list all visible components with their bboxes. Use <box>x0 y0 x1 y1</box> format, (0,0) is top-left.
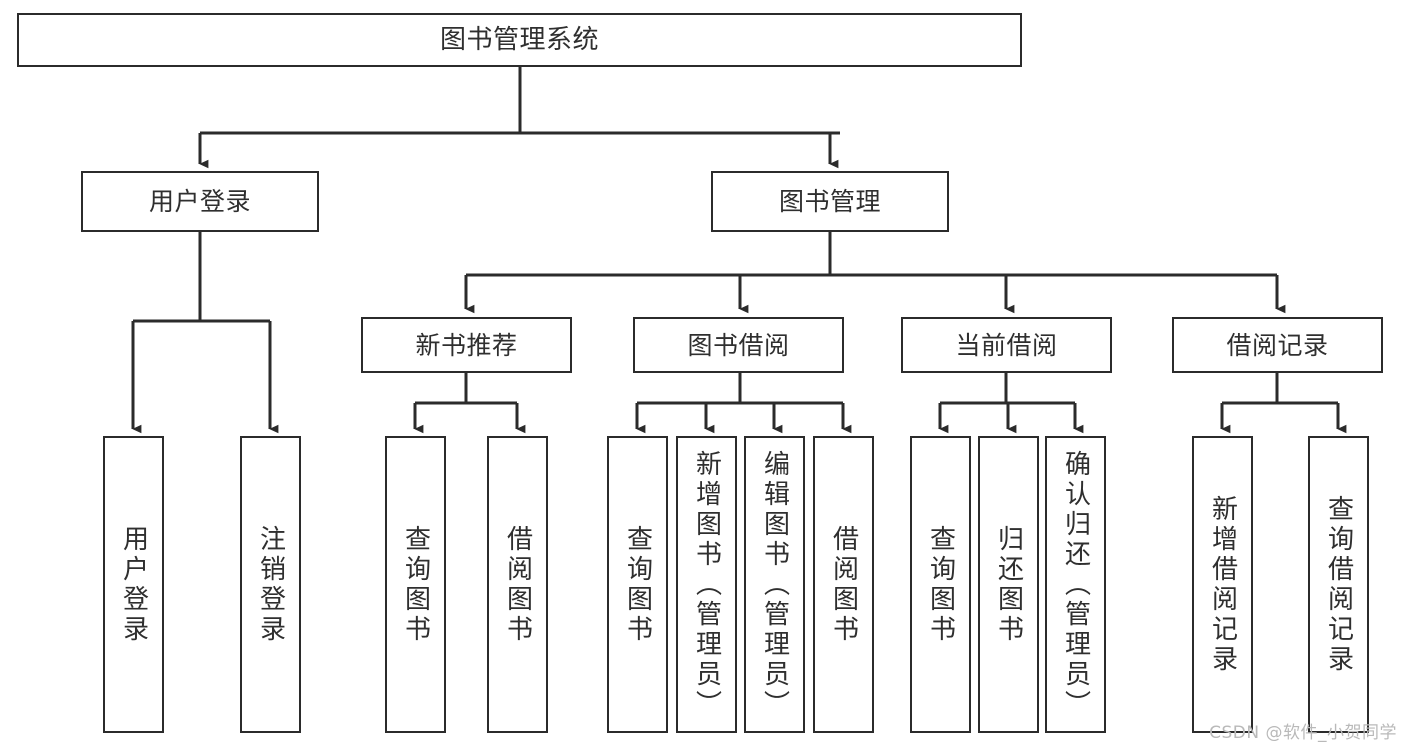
leaf-query-borrowing-record[interactable]: 查询借阅记录 <box>1308 436 1369 733</box>
node-label: 新增借阅记录 <box>1207 494 1238 675</box>
node-label: 查询借阅记录 <box>1323 494 1354 675</box>
node-book-management[interactable]: 图书管理 <box>711 171 949 232</box>
leaf-query-book-current[interactable]: 查询图书 <box>910 436 971 733</box>
leaf-add-book-admin[interactable]: 新增图书（管理员） <box>676 436 737 733</box>
node-label: 新增图书（管理员） <box>691 449 722 720</box>
watermark-text: CSDN @软件_小贺同学 <box>1209 723 1397 743</box>
leaf-add-borrowing-record[interactable]: 新增借阅记录 <box>1192 436 1253 733</box>
node-root-book-management-system[interactable]: 图书管理系统 <box>17 13 1022 67</box>
node-label: 新书推荐 <box>415 330 518 360</box>
leaf-borrow-book-borrowing[interactable]: 借阅图书 <box>813 436 874 733</box>
node-label: 查询图书 <box>400 524 431 645</box>
leaf-query-book-borrowing[interactable]: 查询图书 <box>607 436 668 733</box>
node-label: 图书管理系统 <box>439 24 599 55</box>
node-label: 查询图书 <box>925 524 956 645</box>
node-label: 图书管理 <box>778 187 881 216</box>
node-label: 注销登录 <box>255 524 286 645</box>
node-current-borrowing[interactable]: 当前借阅 <box>901 317 1112 373</box>
node-label: 编辑图书（管理员） <box>759 449 790 720</box>
node-label: 借阅记录 <box>1226 330 1329 360</box>
node-user-login[interactable]: 用户登录 <box>81 171 319 232</box>
node-borrowing-record[interactable]: 借阅记录 <box>1172 317 1383 373</box>
node-label: 确认归还（管理员） <box>1060 449 1091 720</box>
leaf-confirm-return-admin[interactable]: 确认归还（管理员） <box>1045 436 1106 733</box>
leaf-logout[interactable]: 注销登录 <box>240 436 301 733</box>
node-label: 查询图书 <box>622 524 653 645</box>
node-label: 借阅图书 <box>828 524 859 645</box>
node-label: 图书借阅 <box>687 330 790 360</box>
node-label: 当前借阅 <box>955 330 1058 360</box>
leaf-return-book[interactable]: 归还图书 <box>978 436 1039 733</box>
node-book-borrowing[interactable]: 图书借阅 <box>633 317 844 373</box>
node-label: 用户登录 <box>148 187 251 216</box>
node-new-book-recommendation[interactable]: 新书推荐 <box>361 317 572 373</box>
leaf-query-book-newbook[interactable]: 查询图书 <box>385 436 446 733</box>
node-label: 借阅图书 <box>502 524 533 645</box>
node-label: 用户登录 <box>118 524 149 645</box>
node-label: 归还图书 <box>993 524 1024 645</box>
leaf-borrow-book-newbook[interactable]: 借阅图书 <box>487 436 548 733</box>
leaf-user-login[interactable]: 用户登录 <box>103 436 164 733</box>
leaf-edit-book-admin[interactable]: 编辑图书（管理员） <box>744 436 805 733</box>
